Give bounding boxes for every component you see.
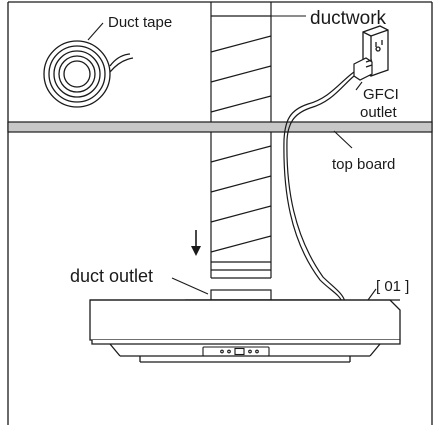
duct-tape-leader (87, 22, 104, 41)
duct-outlet-leader (171, 277, 209, 295)
gfci-leader (355, 81, 363, 91)
power-plug-icon (353, 57, 373, 81)
control-panel-icon (202, 346, 270, 357)
label-part-ref: [ 01 ] (376, 278, 409, 295)
top-board-leader (333, 130, 353, 149)
wall-frame (7, 1, 433, 425)
power-cord (283, 71, 355, 303)
duct-tape-roll-icon (43, 40, 134, 108)
top-board (7, 121, 433, 133)
label-gfci: GFCI (363, 86, 399, 103)
label-ductwork: ductwork (310, 8, 387, 29)
label-outlet: outlet (360, 104, 398, 121)
duct-outlet (185, 289, 340, 301)
part-ref-leader (367, 288, 377, 301)
ductwork-lower (210, 132, 272, 279)
label-top-board: top board (332, 156, 395, 173)
range-hood (89, 299, 401, 363)
label-duct-outlet: duct outlet (70, 266, 153, 286)
ductwork-upper (210, 2, 272, 122)
label-duct-tape: Duct tape (108, 14, 172, 31)
down-arrow-icon (191, 230, 201, 256)
